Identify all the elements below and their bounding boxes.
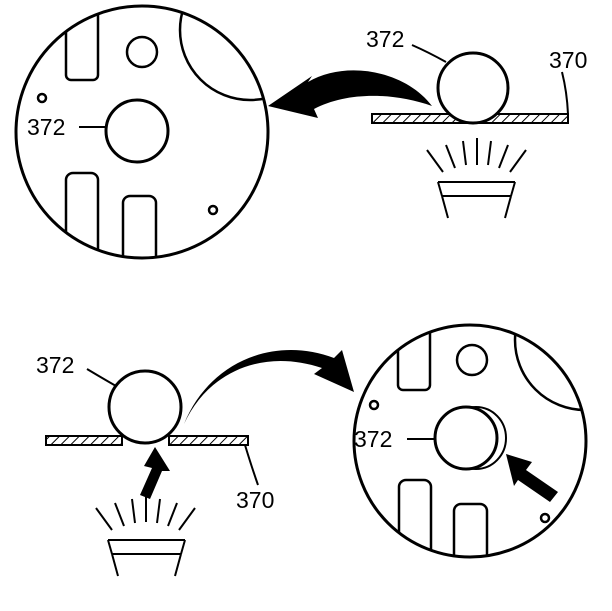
top-spray-jets <box>426 138 527 173</box>
top-ball-label: 372 <box>366 26 404 52</box>
bottom-zoom-ball <box>433 405 499 471</box>
top-plate-label: 370 <box>549 47 587 73</box>
bottom-plate-left <box>45 435 123 446</box>
top-spray-nozzle <box>437 181 516 219</box>
top-magnified-view: 372 <box>14 4 270 260</box>
top-ball-leader <box>411 44 447 63</box>
bottom-plate-leader <box>244 444 259 486</box>
top-zoom-ball <box>104 98 170 164</box>
bottom-plate-right <box>168 435 249 446</box>
top-zoom-lower-slot-right <box>121 194 158 258</box>
bottom-ball <box>107 369 183 445</box>
bottom-zoom-lower-slot-right <box>452 502 489 557</box>
bottom-plate-label: 370 <box>236 487 274 513</box>
bottom-magnified-view: 372 <box>352 323 588 559</box>
top-plate-leader <box>561 71 569 115</box>
top-zoom-ball-label: 372 <box>27 114 65 140</box>
bottom-side-view: 372 370 <box>36 350 354 577</box>
bottom-zoom-pin-right <box>539 512 551 524</box>
bottom-spray-jets <box>95 496 196 531</box>
bottom-zoom-pin-left <box>368 399 380 411</box>
top-zoom-pin-left <box>36 92 48 104</box>
bottom-zoom-upper-slot <box>396 325 432 392</box>
top-zoom-outline <box>14 4 270 260</box>
bottom-curved-arrow <box>184 350 354 424</box>
bottom-zoom-outline <box>352 323 588 559</box>
bottom-ball-leader <box>86 368 117 387</box>
top-zoom-small-hole <box>125 35 159 69</box>
bottom-zoom-ball-label: 372 <box>354 426 392 452</box>
top-curved-arrow <box>268 70 432 118</box>
top-zoom-upper-slot <box>64 6 100 82</box>
top-zoom-arc-feature <box>178 6 268 102</box>
bottom-spray-nozzle <box>107 539 186 577</box>
top-side-view: 372 370 <box>268 26 587 219</box>
top-zoom-pin-right <box>207 204 219 216</box>
bottom-ball-label: 372 <box>36 352 74 378</box>
bottom-zoom-small-hole <box>455 343 489 377</box>
top-zoom-lower-slot-left <box>64 171 100 258</box>
bottom-up-arrow <box>140 447 170 499</box>
bottom-zoom-arrow <box>506 454 558 502</box>
top-ball <box>436 51 510 125</box>
